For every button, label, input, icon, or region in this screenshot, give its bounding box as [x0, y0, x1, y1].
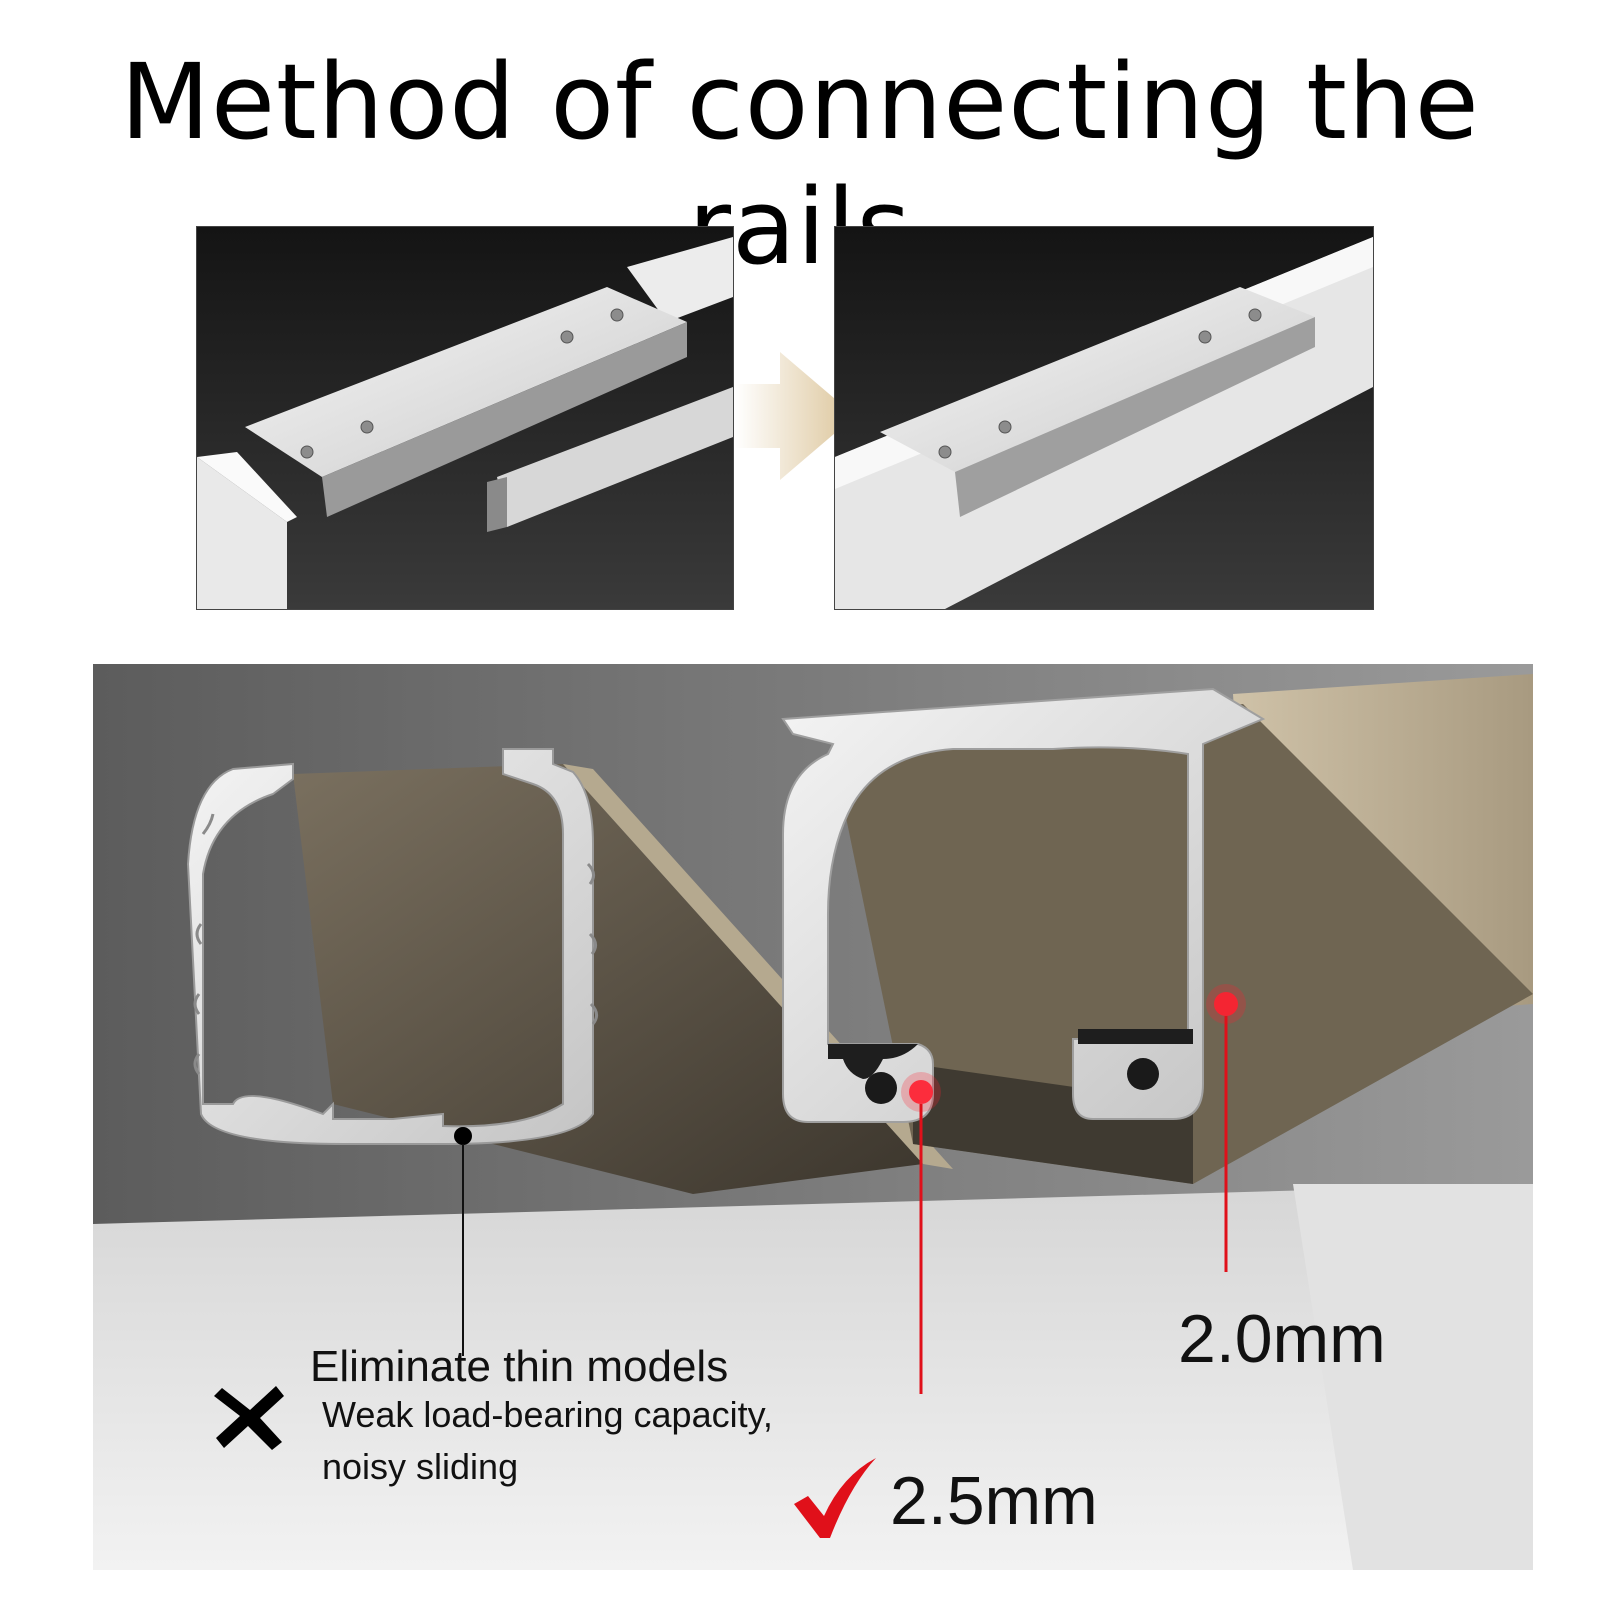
cross-icon	[214, 1386, 284, 1450]
rail-cross-section-comparison	[93, 664, 1533, 1570]
thin-model-desc-line2: noisy sliding	[322, 1446, 519, 1487]
thin-model-heading: Eliminate thin models	[310, 1342, 729, 1391]
photo-after-joining	[834, 226, 1374, 610]
photo-before-joining	[196, 226, 734, 610]
thickness-bottom-label: 2.5mm	[890, 1463, 1098, 1539]
arrow-right-icon	[735, 352, 855, 480]
thin-model-desc-line1: Weak load-bearing capacity,	[322, 1394, 773, 1435]
checkmark-icon	[794, 1458, 876, 1538]
thickness-side-label: 2.0mm	[1178, 1301, 1386, 1377]
